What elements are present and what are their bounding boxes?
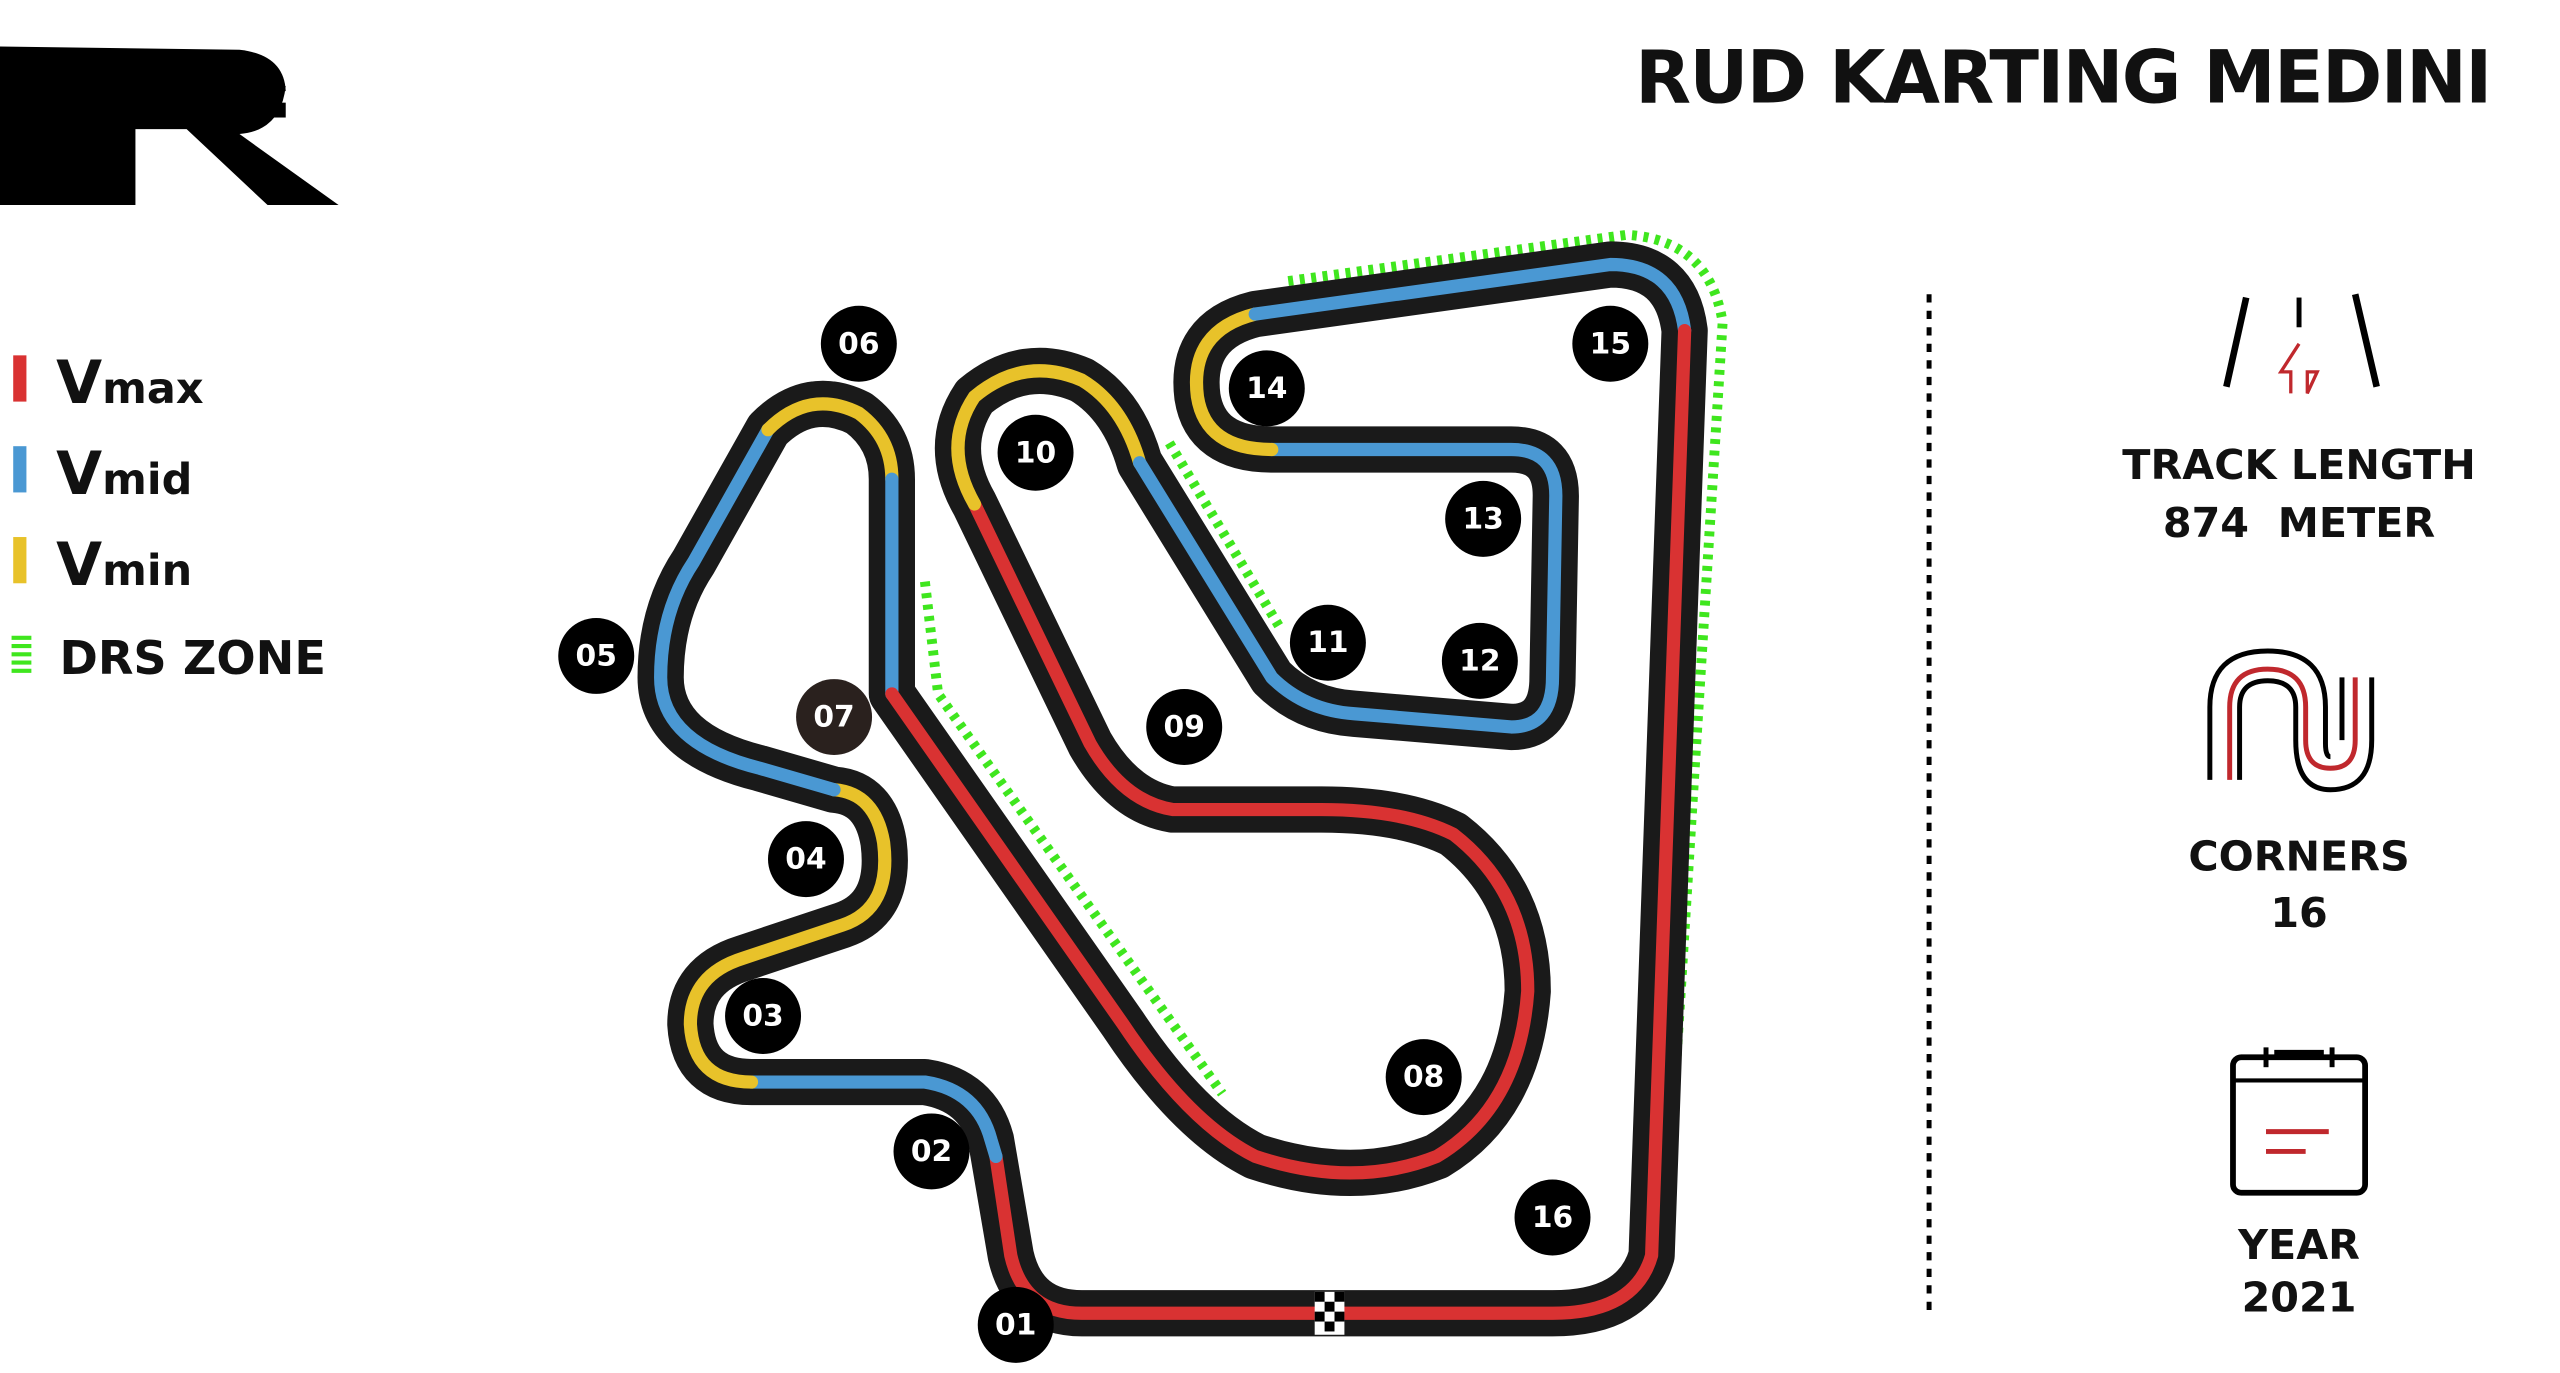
svg-text:04: 04 bbox=[785, 842, 826, 877]
track-length-value: 874 METER bbox=[2163, 499, 2435, 547]
vmin-swatch bbox=[13, 537, 27, 584]
corners-icon bbox=[2207, 648, 2375, 793]
corner-09: 09 bbox=[1146, 688, 1223, 765]
svg-text:08: 08 bbox=[1403, 1060, 1444, 1095]
track-length-icon bbox=[2223, 293, 2380, 395]
drs-swatch bbox=[11, 635, 32, 673]
corners-label: CORNERS bbox=[2188, 833, 2409, 881]
year-label: YEAR bbox=[2237, 1221, 2360, 1269]
corner-10: 10 bbox=[997, 414, 1074, 491]
svg-text:10: 10 bbox=[1015, 435, 1056, 470]
start-finish-line-icon bbox=[1314, 1291, 1345, 1335]
track-length-label: TRACK LENGTH bbox=[2122, 441, 2475, 489]
legend-vmid: Vmid bbox=[56, 440, 192, 509]
corner-07: 07 bbox=[796, 679, 873, 756]
corner-markers: 01 02 03 04 05 06 07 08 09 10 11 12 13 1… bbox=[558, 305, 1649, 1363]
corner-04: 04 bbox=[768, 821, 844, 898]
svg-text:02: 02 bbox=[911, 1134, 952, 1169]
legend-vmin: Vmin bbox=[56, 531, 192, 600]
legend-drs: DRS ZONE bbox=[59, 631, 325, 685]
corner-03: 03 bbox=[725, 978, 802, 1054]
svg-text:12: 12 bbox=[1459, 643, 1500, 678]
corner-15: 15 bbox=[1572, 305, 1649, 382]
track-speed-segments bbox=[654, 257, 1692, 1320]
calendar-icon bbox=[2230, 1047, 2368, 1196]
corners-value: 16 bbox=[2270, 889, 2327, 937]
corner-05: 05 bbox=[558, 617, 635, 694]
corner-01: 01 bbox=[977, 1286, 1054, 1363]
legend-vmax: Vmax bbox=[56, 349, 204, 418]
svg-text:06: 06 bbox=[838, 326, 879, 361]
page-title: RUD KARTING MEDINI bbox=[1635, 37, 2491, 121]
legend: Vmax Vmid Vmin DRS ZONE bbox=[11, 349, 326, 685]
vmid-swatch bbox=[13, 446, 27, 493]
r-logo bbox=[0, 46, 339, 206]
corner-14: 14 bbox=[1228, 350, 1305, 427]
svg-text:05: 05 bbox=[576, 638, 617, 673]
corner-02: 02 bbox=[893, 1113, 970, 1190]
corner-13: 13 bbox=[1445, 480, 1522, 557]
corner-16: 16 bbox=[1514, 1179, 1591, 1256]
drs-zone-short bbox=[1165, 440, 1285, 631]
corner-06: 06 bbox=[820, 305, 897, 382]
svg-text:15: 15 bbox=[1590, 326, 1631, 361]
svg-text:14: 14 bbox=[1246, 371, 1287, 406]
svg-text:11: 11 bbox=[1307, 625, 1348, 660]
year-value: 2021 bbox=[2242, 1274, 2357, 1322]
corner-12: 12 bbox=[1441, 622, 1518, 699]
vmax-swatch bbox=[13, 355, 27, 402]
corner-11: 11 bbox=[1289, 604, 1366, 681]
drs-zone-back-straight bbox=[919, 581, 1227, 1097]
svg-text:01: 01 bbox=[995, 1307, 1036, 1342]
svg-text:03: 03 bbox=[742, 998, 783, 1033]
svg-text:09: 09 bbox=[1164, 709, 1205, 744]
svg-text:13: 13 bbox=[1462, 501, 1503, 536]
svg-text:16: 16 bbox=[1532, 1200, 1573, 1235]
corner-08: 08 bbox=[1385, 1039, 1462, 1116]
svg-text:07: 07 bbox=[813, 700, 854, 735]
